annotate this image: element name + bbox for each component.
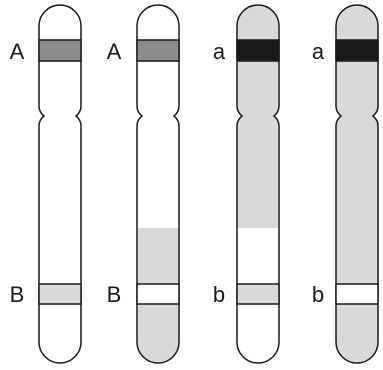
gene-band-bottom <box>38 283 82 305</box>
chromosome-outline <box>136 4 180 364</box>
gene-band-bottom <box>136 283 180 305</box>
upper-arm-fill <box>137 5 179 228</box>
gene-band-top <box>335 39 379 62</box>
allele-label-bottom: B <box>107 282 122 307</box>
allele-label-bottom: b <box>213 282 225 307</box>
allele-label-bottom: B <box>10 282 25 307</box>
upper-arm-fill <box>237 5 279 228</box>
chromosome-1: AB <box>10 4 82 364</box>
chromosome-2: AB <box>107 4 180 364</box>
gene-band-bottom <box>335 283 379 305</box>
gene-band-top <box>136 39 180 62</box>
chromosome-3: ab <box>213 4 280 364</box>
chromosome-outline <box>335 4 379 364</box>
allele-label-top: a <box>312 39 325 64</box>
gene-band-top <box>236 39 280 62</box>
chromosome-outline <box>236 4 280 364</box>
allele-label-top: a <box>213 39 226 64</box>
chromosome-outline <box>38 4 82 364</box>
allele-label-bottom: b <box>312 282 324 307</box>
allele-label-top: A <box>107 39 122 64</box>
chromosome-4: ab <box>312 4 379 364</box>
gene-band-top <box>38 39 82 62</box>
gene-band-bottom <box>236 283 280 305</box>
allele-label-top: A <box>10 39 25 64</box>
